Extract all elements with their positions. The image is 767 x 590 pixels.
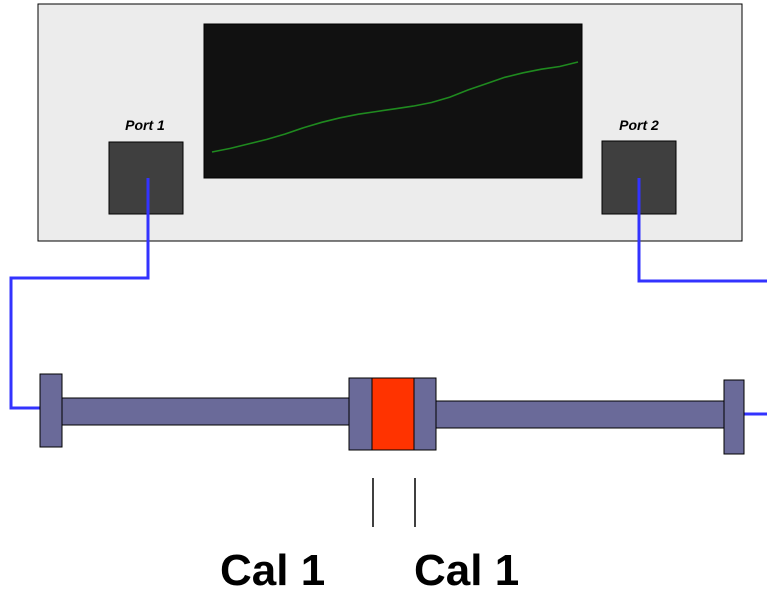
dut-block bbox=[371, 377, 415, 451]
left-line-section bbox=[61, 397, 350, 426]
port-1-label: Port 1 bbox=[125, 117, 165, 133]
analyzer-screen bbox=[203, 23, 583, 179]
port-2-cable bbox=[637, 178, 767, 283]
cal-right-label: Cal 1 bbox=[414, 546, 519, 590]
screen-trace bbox=[211, 61, 579, 153]
cal-left-label: Cal 1 bbox=[220, 546, 325, 590]
port-2-label: Port 2 bbox=[619, 117, 659, 133]
left-flange bbox=[39, 373, 63, 448]
right-dut-flange bbox=[413, 377, 437, 451]
right-line-section bbox=[435, 400, 725, 429]
port-1-connector bbox=[108, 141, 184, 215]
port-1-cable bbox=[9, 178, 150, 410]
right-flange bbox=[723, 379, 745, 455]
left-dut-flange bbox=[348, 377, 373, 451]
